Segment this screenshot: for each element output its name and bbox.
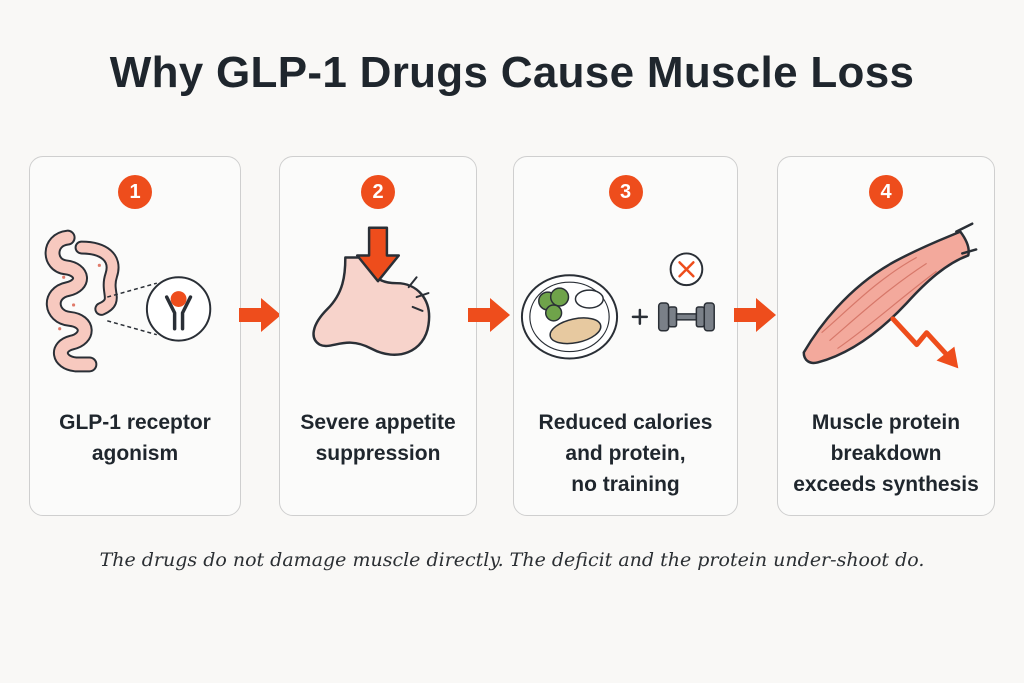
step-card-2: 2 Severe appetite suppression (279, 156, 477, 516)
flow-arrow-icon (239, 298, 281, 332)
step-card-3: 3 Reduced calories and protein, no train… (513, 156, 738, 516)
step-number-badge: 3 (608, 175, 643, 209)
step-card-1: 1 GLP-1 receptor agonism (29, 156, 241, 516)
intestine-receptor-icon (44, 229, 212, 373)
footer-note: The drugs do not damage muscle directly.… (99, 549, 925, 571)
step-number-badge: 1 (118, 175, 152, 209)
step-number-badge: 4 (869, 175, 903, 209)
stomach-down-arrow-icon (312, 226, 431, 356)
step-label: Muscle protein breakdown exceeds synthes… (793, 411, 979, 496)
step-label: Severe appetite suppression (300, 411, 456, 465)
flow-arrow-icon (468, 298, 510, 332)
plate-dumbbell-crossed-icon (520, 252, 715, 360)
step-label: Reduced calories and protein, no trainin… (538, 411, 713, 496)
step-label: GLP-1 receptor agonism (59, 411, 211, 465)
muscle-decline-icon (802, 222, 978, 369)
flow-arrow-icon (734, 298, 776, 332)
page-title: Why GLP-1 Drugs Cause Muscle Loss (109, 48, 915, 97)
step-number-badge: 2 (361, 175, 395, 209)
step-card-4: 4 Muscle protein breakdown exceeds synth… (777, 156, 995, 516)
